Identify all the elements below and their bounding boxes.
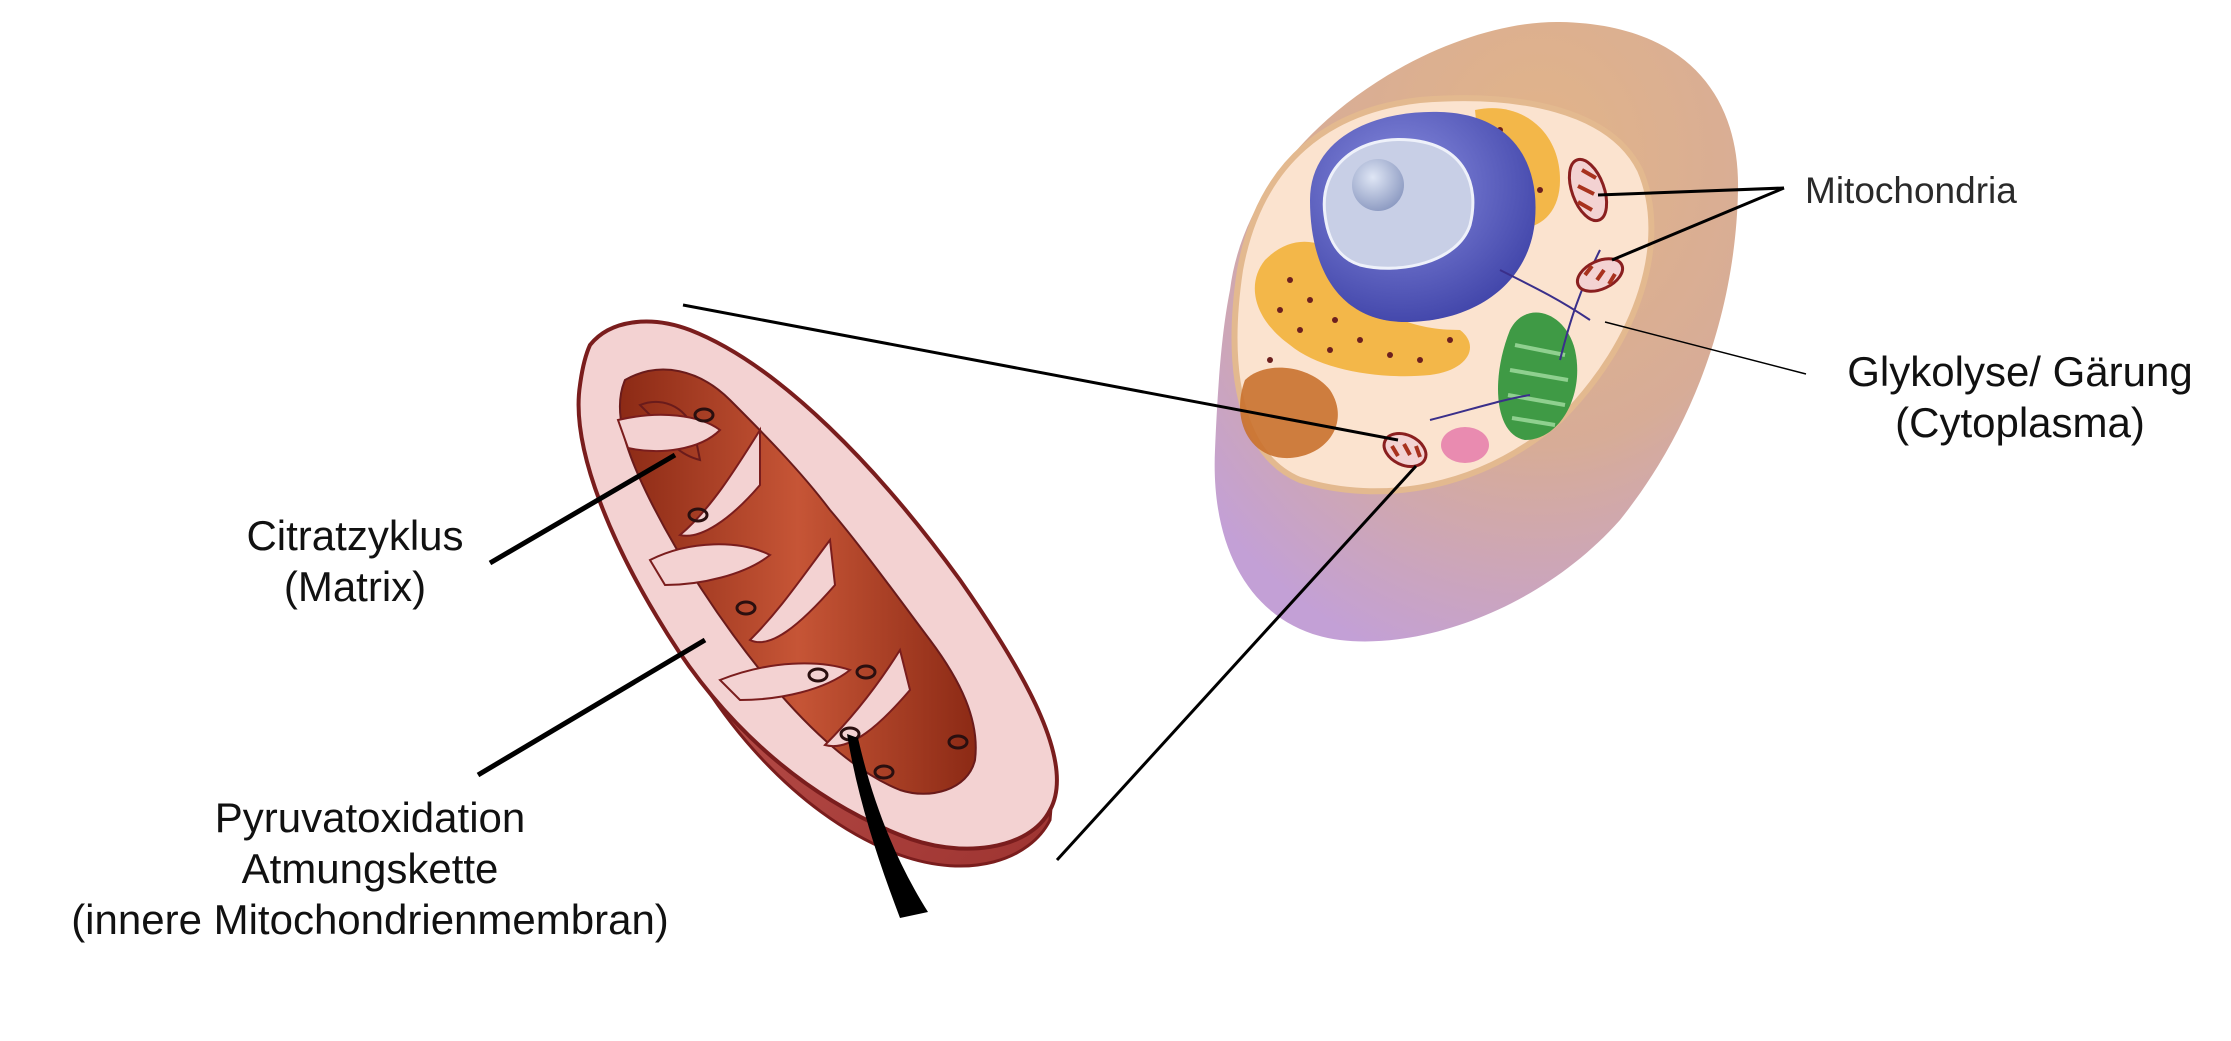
matrix-granules	[687, 407, 969, 780]
label-citrate-cycle-line-2: (Matrix)	[283, 563, 427, 611]
lysosome	[1441, 427, 1489, 463]
connector-lines	[476, 186, 1807, 862]
label-mitochondria: Mitochondria	[1805, 168, 2017, 213]
mitochondrion	[576, 319, 1059, 918]
golgi-stripes	[1507, 343, 1569, 427]
pointer-glycolysis	[1604, 321, 1807, 375]
pointer-mitochondria-2	[1611, 186, 1785, 262]
pointer-mitochondria-1	[1597, 186, 1785, 197]
nucleus-inner	[1322, 137, 1475, 270]
smooth-er	[1240, 367, 1338, 459]
zoom-line-bottom	[1055, 464, 1418, 862]
label-glycolysis: Glykolyse/ Gärung (Cytoplasma)	[1820, 346, 2220, 448]
zoom-line-top	[682, 303, 1399, 442]
pointer-citrate-cycle	[488, 452, 677, 566]
label-glycolysis-line-1: Glykolyse/ Gärung	[1847, 348, 2193, 395]
cell-mitochondrion-1	[1567, 157, 1609, 223]
animal-cell	[1214, 21, 1739, 642]
label-citrate-cycle-line-1: Citratzyklus	[246, 512, 464, 559]
label-citrate-cycle: Citratzyklus (Matrix)	[230, 510, 480, 612]
label-pyruvate-line-3: (innere Mitochondrienmembran)	[71, 896, 669, 944]
label-pyruvate-line-1: Pyruvatoxidation	[214, 794, 526, 841]
label-glycolysis-line-2: (Cytoplasma)	[1895, 399, 2145, 447]
cell-mitochondrion-2	[1575, 257, 1625, 293]
cell-mitochondrion-3	[1382, 432, 1428, 468]
mitochondrion-shadow	[847, 734, 928, 918]
nucleolus	[1352, 159, 1404, 211]
label-pyruvate-oxidation: Pyruvatoxidation Atmungskette (innere Mi…	[30, 792, 710, 946]
label-mitochondria-text: Mitochondria	[1805, 170, 2017, 211]
label-pyruvate-line-2: Atmungskette	[241, 845, 499, 893]
cristae	[616, 413, 912, 748]
pointer-pyruvate	[476, 637, 707, 778]
